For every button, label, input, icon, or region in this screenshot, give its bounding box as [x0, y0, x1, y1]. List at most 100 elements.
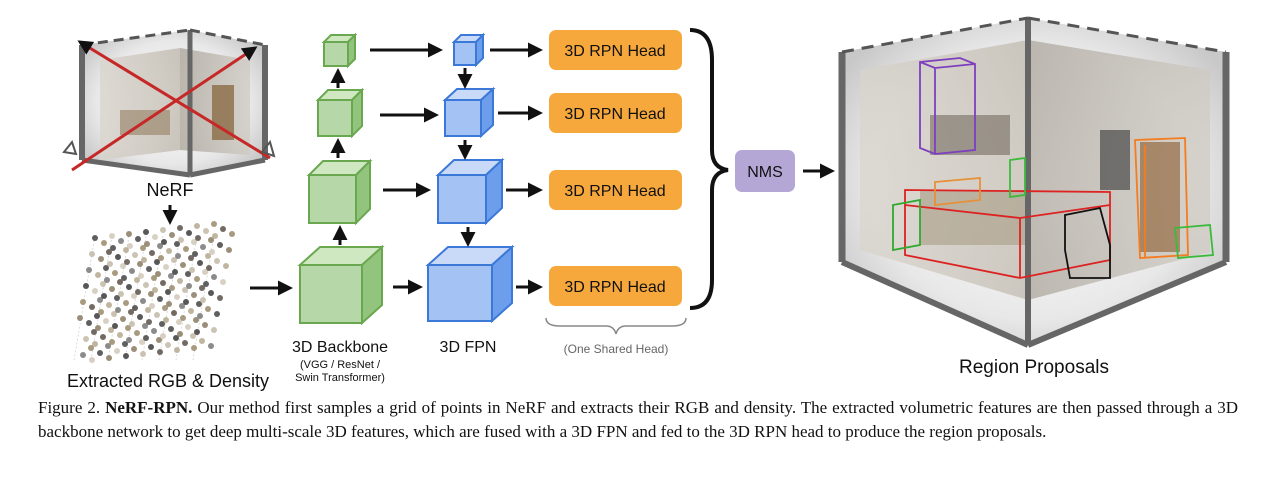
- sample-point: [229, 231, 235, 237]
- sample-point: [200, 297, 206, 303]
- sample-point: [86, 320, 92, 326]
- nerf-rpn-diagram: NeRF Extracted RGB & Density 3D Backbone…: [62, 16, 1230, 391]
- sample-point: [101, 240, 107, 246]
- sample-point: [118, 291, 124, 297]
- sample-point: [108, 327, 114, 333]
- sample-point: [188, 255, 194, 261]
- sample-point: [145, 307, 151, 313]
- sample-point: [183, 299, 189, 305]
- nerf-scene-cube: [62, 28, 276, 178]
- sample-point: [143, 282, 149, 288]
- sample-point: [134, 277, 140, 283]
- sample-point: [118, 238, 124, 244]
- sample-point: [95, 272, 101, 278]
- sample-point: [131, 346, 137, 352]
- sample-point: [158, 255, 164, 261]
- sample-point: [80, 299, 86, 305]
- sample-point: [197, 260, 203, 266]
- sample-point: [132, 252, 138, 258]
- sample-point: [109, 286, 115, 292]
- backbone-level-2: [306, 158, 373, 226]
- sample-point: [152, 287, 158, 293]
- sample-point: [154, 259, 160, 265]
- sample-point: [129, 321, 135, 327]
- caption-text: Our method first samples a grid of point…: [38, 398, 1239, 441]
- sample-point: [174, 241, 180, 247]
- rpn-head-3: 3D RPN Head: [549, 170, 682, 210]
- sample-point: [165, 342, 171, 348]
- sample-point: [139, 339, 145, 345]
- backbone-subtitle-2: Swin Transformer): [295, 372, 385, 384]
- sample-point: [103, 265, 109, 271]
- sample-point: [142, 323, 148, 329]
- sample-point: [203, 228, 209, 234]
- sample-point: [120, 263, 126, 269]
- sample-point: [168, 326, 174, 332]
- sample-point: [106, 355, 112, 361]
- sample-point: [132, 305, 138, 311]
- sample-point: [177, 278, 183, 284]
- sample-point: [109, 339, 115, 345]
- sample-point: [162, 305, 168, 311]
- sample-point: [148, 344, 154, 350]
- sample-point: [154, 312, 160, 318]
- sample-point: [205, 306, 211, 312]
- sample-point: [151, 275, 157, 281]
- sample-point: [152, 234, 158, 240]
- sample-point: [89, 304, 95, 310]
- sample-point: [183, 246, 189, 252]
- sample-point: [208, 290, 214, 296]
- sample-point: [123, 247, 129, 253]
- sample-point: [141, 257, 147, 263]
- ray-arrow-1: [71, 46, 258, 172]
- sample-point: [123, 353, 129, 359]
- sample-point: [77, 315, 83, 321]
- sample-point: [86, 267, 92, 273]
- region-proposals-cube: [838, 16, 1230, 348]
- sample-point: [122, 341, 128, 347]
- sample-point: [168, 273, 174, 279]
- backbone-label: 3D Backbone: [292, 339, 388, 356]
- sample-point: [159, 321, 165, 327]
- sample-point: [157, 296, 163, 302]
- sample-point: [106, 249, 112, 255]
- sample-point: [95, 325, 101, 331]
- sample-point: [169, 232, 175, 238]
- sample-point: [131, 293, 137, 299]
- sample-point: [98, 309, 104, 315]
- sample-point: [143, 229, 149, 235]
- sample-point: [91, 329, 97, 335]
- sample-point: [115, 307, 121, 313]
- sample-point: [88, 345, 94, 351]
- sample-point: [160, 333, 166, 339]
- svg-text:3D RPN Head: 3D RPN Head: [564, 43, 665, 60]
- sample-point: [171, 310, 177, 316]
- sample-point: [146, 319, 152, 325]
- sample-point: [160, 280, 166, 286]
- sample-point: [191, 292, 197, 298]
- sample-point: [156, 337, 162, 343]
- rpn-head-1: 3D RPN Head: [549, 30, 682, 70]
- sample-point: [104, 277, 110, 283]
- sample-point: [83, 283, 89, 289]
- sample-point: [217, 242, 223, 248]
- sample-point: [127, 243, 133, 249]
- sample-point: [163, 317, 169, 323]
- sample-point: [203, 281, 209, 287]
- sample-point: [194, 276, 200, 282]
- sample-point: [199, 285, 205, 291]
- sample-point: [191, 239, 197, 245]
- grid-line: [90, 235, 113, 361]
- sample-point: [173, 335, 179, 341]
- sample-point: [128, 309, 134, 315]
- sample-point: [100, 281, 106, 287]
- fpn-level-1: [425, 244, 515, 324]
- sample-point: [194, 329, 200, 335]
- sample-point: [202, 269, 208, 275]
- sample-point: [161, 239, 167, 245]
- sample-point: [200, 244, 206, 250]
- fpn-label: 3D FPN: [440, 339, 497, 356]
- sample-point: [208, 237, 214, 243]
- sample-point: [205, 253, 211, 259]
